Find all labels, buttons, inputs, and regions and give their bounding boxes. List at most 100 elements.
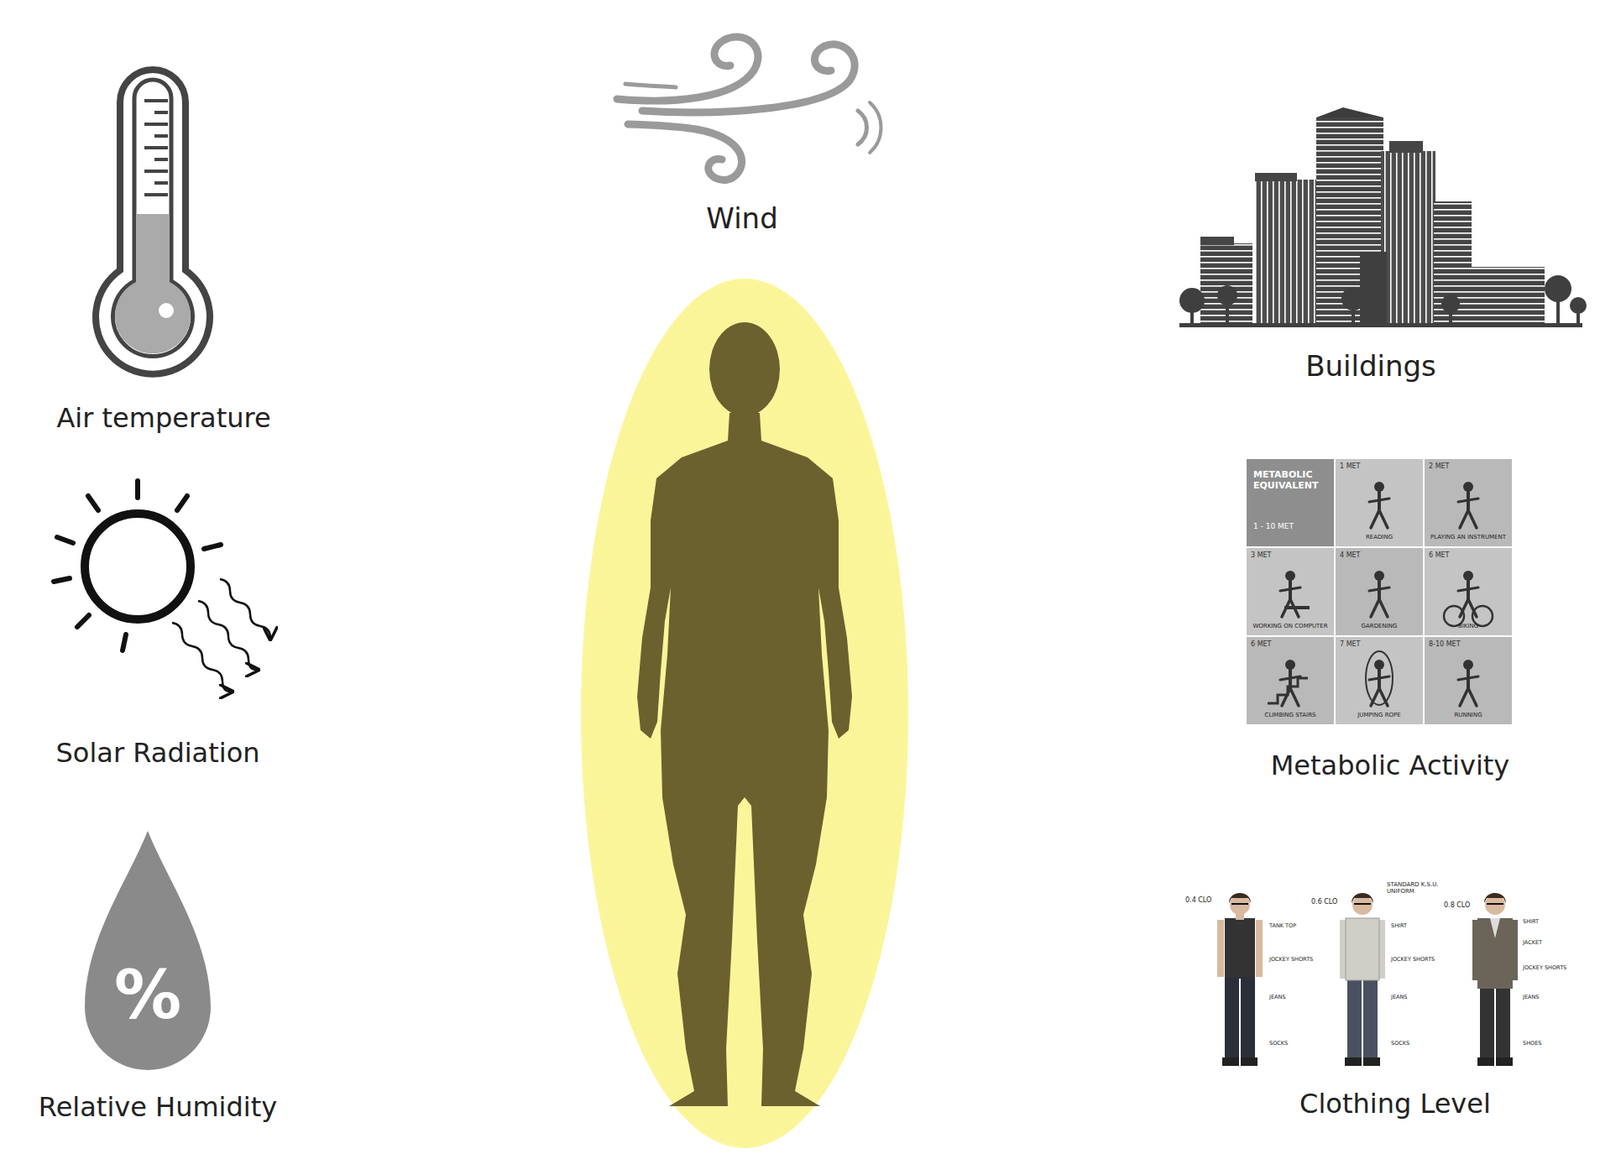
activity-name: PLAYING AN INSTRUMENT [1426,533,1511,541]
clothing-photo [1217,920,1224,978]
clothing-photo [1228,893,1251,904]
met-value: 2 MET [1428,462,1449,471]
metabolic-chart [1335,548,1423,636]
buildings-icon [1179,275,1587,326]
wind-icon [627,124,743,180]
activity-name: READING [1337,533,1422,541]
sun-icon [198,601,257,670]
garment-name: JEANS [1390,994,1407,1001]
metabolic-chart [1280,570,1301,617]
wind-icon [857,110,868,145]
metabolic-chart [1246,548,1334,636]
clothing-photo [1351,893,1374,904]
buildings-icon [1254,179,1318,327]
clo-value: 0.8 CLO [1443,901,1470,910]
met-value: 1 MET [1339,462,1360,471]
buildings-icon [1464,266,1545,327]
thermometer-icon [115,214,191,354]
sun-icon [53,578,70,582]
clothing-photo [1240,977,1255,1060]
thermometer-icon [154,134,168,138]
thermometer-icon [95,69,210,375]
activity-name: WORKING ON COMPUTER [1248,622,1333,630]
garment-name: TANK TOP [1269,923,1297,930]
metabolic-chart [1369,659,1390,706]
human-figure [580,278,909,1149]
thermometer-icon [144,169,168,173]
metabolic-chart [1424,637,1512,725]
clothing-photo [1486,903,1504,905]
met-value: 6 MET [1250,640,1271,649]
clothing-photo [1472,893,1518,1067]
wind-icon [642,44,855,113]
humidity-drop [84,831,211,1071]
buildings-icon [1179,107,1587,328]
clothing-photo [1363,1057,1381,1067]
garment-name: JEANS [1522,994,1539,1001]
thermometer-icon [144,193,168,197]
factor-label: Clothing Level [1299,1088,1491,1120]
garment-name: JOCKEY SHORTS [1522,965,1567,972]
met-value: 3 MET [1250,551,1271,560]
sun-icon [177,496,188,511]
buildings-icon [1556,288,1560,326]
metabolic-chart [1284,606,1310,610]
clothing-photo [1495,1057,1513,1067]
metabolic-chart [1458,481,1479,529]
clothing-photo [1347,977,1362,1060]
human-figure [580,278,909,1149]
factor-label: Wind [705,202,778,236]
uniform-caption: STANDARD K.S.U. UNIFORM [1386,881,1443,895]
metabolic-chart [1246,637,1334,725]
buildings-icon [1576,305,1580,326]
metabolic-chart [1369,570,1390,617]
sun-icon [122,634,126,651]
clothing-photo [1495,977,1511,1060]
metabolic-chart [1267,678,1308,704]
sun-icon [88,496,99,511]
buildings-icon [1380,151,1436,327]
buildings-icon [1448,303,1453,326]
thermometer-icon [113,79,194,357]
buildings-icon [1254,172,1297,182]
thermometer-icon [144,146,168,150]
clothing-photo [1339,893,1386,1067]
buildings-icon [1316,107,1384,118]
metabolic-chart [1335,459,1423,547]
wind-icon [625,83,676,88]
metabolic-chart [1365,651,1393,706]
metabolic-chart [1424,548,1512,636]
activity-name: RUNNING [1426,711,1511,719]
clothing-photo [1345,918,1380,981]
met-value: 8-10 MET [1428,640,1461,649]
thermometer-icon [95,69,210,375]
buildings-icon [1389,141,1423,153]
human-figure [637,413,853,1107]
humidity-drop [84,831,211,1071]
garment-name: JOCKEY SHORTS [1390,956,1435,963]
clothing-photo [1354,903,1371,905]
garment-name: SHIRT [1522,919,1539,926]
clo-value: 0.4 CLO [1185,896,1212,905]
sun-icon [77,615,89,628]
clothing-photo [1240,1057,1258,1067]
clothing-photo [1217,893,1263,1067]
factor-label: Relative Humidity [38,1092,278,1124]
wind-icon [616,36,759,101]
sun-icon [172,622,231,692]
human-figure [709,322,780,417]
activity-name: BIKING [1426,622,1511,630]
thermometer-icon [144,99,168,103]
clothing-photo [1484,893,1506,904]
met-value: 7 MET [1339,640,1360,649]
activity-name: GARDENING [1337,622,1422,630]
chart-range: 1 - 10 MET [1253,522,1294,531]
clothing-photo [1222,1057,1240,1067]
clothing-photo [1479,977,1495,1060]
garment-name: JOCKEY SHORTS [1269,956,1313,963]
met-value: 4 MET [1339,551,1360,560]
garment-name: SOCKS [1269,1040,1288,1047]
buildings-icon [1179,323,1583,328]
